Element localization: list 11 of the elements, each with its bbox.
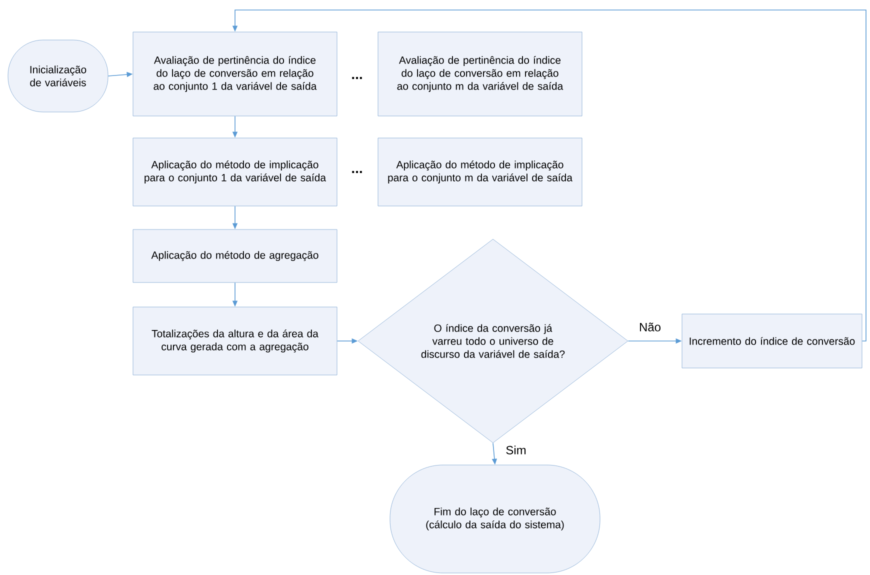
process-box: Aplicação do método de implicação para o conjunto m da variável de saída (378, 138, 582, 206)
process-box: Incremento do índice de conversão (682, 314, 862, 368)
process-box: Totalizações da altura e da área da curva gerada com a agregação (132, 306, 338, 376)
edge-label: Não (638, 322, 662, 332)
process-box: Avaliação de pertinência do índice do laço de conversão em relação ao conjunto 1 da variável de saída (132, 32, 338, 116)
ellipsis: ... (352, 170, 362, 174)
process-box: Aplicação do método de agregação (132, 229, 338, 283)
ellipsis: ... (352, 76, 362, 80)
process-box: Avaliação de pertinência do índice do laço de conversão em relação ao conjunto m da variável de saída (378, 32, 582, 116)
edge-label: Sim (504, 444, 528, 456)
process-box: Aplicação do método de implicação para o conjunto 1 da variável de saída (132, 138, 338, 206)
